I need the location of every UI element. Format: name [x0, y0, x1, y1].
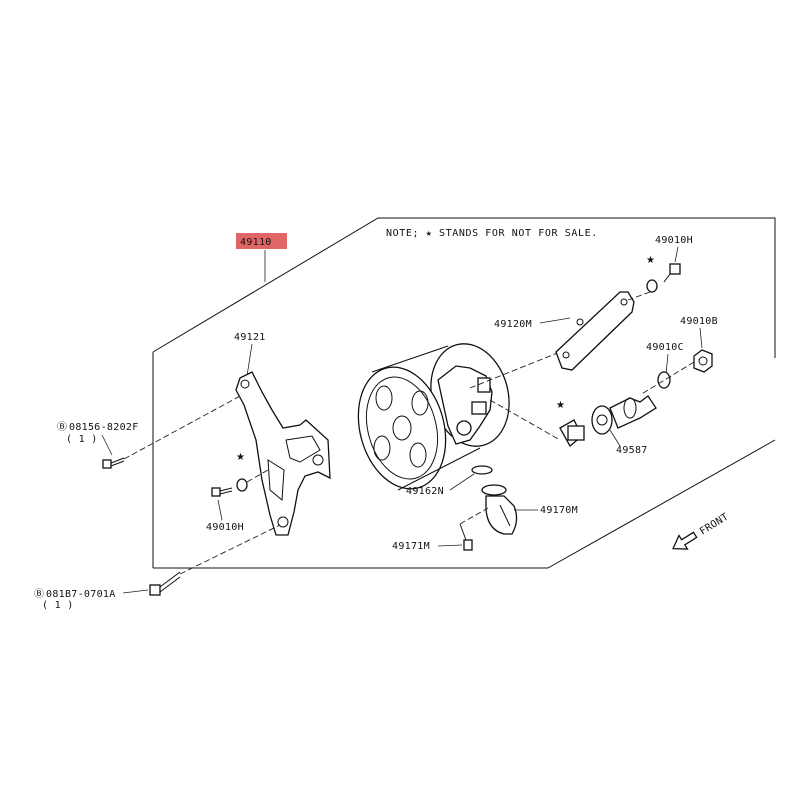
leader-49162n	[449, 473, 475, 491]
front-arrow-icon: FRONT	[672, 511, 731, 550]
dash-081b7	[179, 524, 281, 575]
pump-fitting-2	[471, 401, 487, 415]
bolt-icon	[149, 571, 181, 596]
assembly-frame	[152, 217, 776, 358]
bolt-icon	[459, 523, 473, 551]
plate-hole-2	[576, 318, 584, 326]
assembly-frame-right	[547, 439, 776, 569]
leader-49010b	[699, 327, 703, 349]
part-49110-highlight	[236, 233, 287, 249]
dash-49010h-top	[627, 291, 651, 301]
leader-49171m	[437, 544, 463, 547]
leader-49010h-top	[674, 246, 679, 263]
part-label-49120M[interactable]: 49120M	[494, 319, 532, 330]
part-label-49170M[interactable]: 49170M	[540, 505, 578, 516]
leader-49121	[246, 343, 253, 377]
part-label-49010C[interactable]: 49010C	[646, 342, 684, 353]
bracket-hole-1	[240, 379, 250, 389]
fitting-49587	[559, 395, 657, 448]
part-label-49010B[interactable]: 49010B	[680, 316, 718, 327]
leader-49010h-left	[217, 499, 223, 521]
star-icon: ★	[556, 400, 565, 411]
leader-49120m	[539, 317, 571, 324]
bolt-icon	[102, 457, 125, 469]
part-label-49121[interactable]: 49121	[234, 332, 266, 343]
star-icon: ★	[236, 452, 245, 463]
pulley-icon	[357, 343, 510, 491]
leader-08156	[101, 434, 113, 456]
part-label-081B7-0701A[interactable]: 081B7-0701A	[46, 589, 116, 600]
bolt-circle-b-2: Ⓑ	[34, 588, 44, 600]
pipe-49170M	[481, 484, 518, 535]
part-label-49010H-left[interactable]: 49010H	[206, 522, 244, 533]
part-qty-08156: ( 1 )	[66, 434, 98, 445]
part-label-49162N[interactable]: 49162N	[406, 486, 444, 497]
washer-icon	[236, 478, 248, 492]
bracket-detail	[285, 435, 321, 463]
plate-hole-1	[620, 298, 628, 306]
plate-hole-3	[562, 351, 570, 359]
bolt-icon	[211, 487, 233, 497]
pump-outlet	[456, 420, 472, 436]
washer-icon	[646, 279, 658, 293]
note-text: NOTE; ★ STANDS FOR NOT FOR SALE.	[386, 228, 598, 239]
star-icon: ★	[646, 255, 655, 266]
bracket-detail-2	[267, 459, 285, 502]
leader-081b7	[122, 589, 149, 594]
bracket-49121	[235, 371, 331, 536]
leader-49010c	[665, 353, 669, 375]
bolt-icon	[663, 263, 681, 283]
washer-icon	[657, 371, 671, 389]
oring-49162N	[471, 465, 493, 475]
svg-text:FRONT: FRONT	[698, 511, 731, 537]
part-label-49110[interactable]: 49110	[240, 237, 272, 248]
part-label-49171M[interactable]: 49171M	[392, 541, 430, 552]
dash-49010h-left	[246, 469, 269, 483]
leader-49587	[609, 429, 621, 447]
dash-08156	[123, 394, 243, 460]
bracket-hole-3	[312, 454, 324, 466]
part-qty-081b7: ( 1 )	[42, 600, 74, 611]
bracket-hole-2	[277, 516, 289, 528]
part-label-49010H-top[interactable]: 49010H	[655, 235, 693, 246]
plate-49120M	[555, 291, 635, 371]
dash-pump-bracket	[469, 349, 566, 389]
part-label-49587[interactable]: 49587	[616, 445, 648, 456]
part-label-08156-8202F[interactable]: 08156-8202F	[69, 422, 139, 433]
dash-49010c	[639, 361, 695, 396]
dash-49171m	[459, 507, 489, 525]
pump-fitting-1	[477, 377, 491, 393]
dash-pump-49587	[489, 399, 561, 441]
nut-icon	[693, 349, 713, 373]
bolt-circle-b-1: Ⓑ	[57, 421, 67, 433]
